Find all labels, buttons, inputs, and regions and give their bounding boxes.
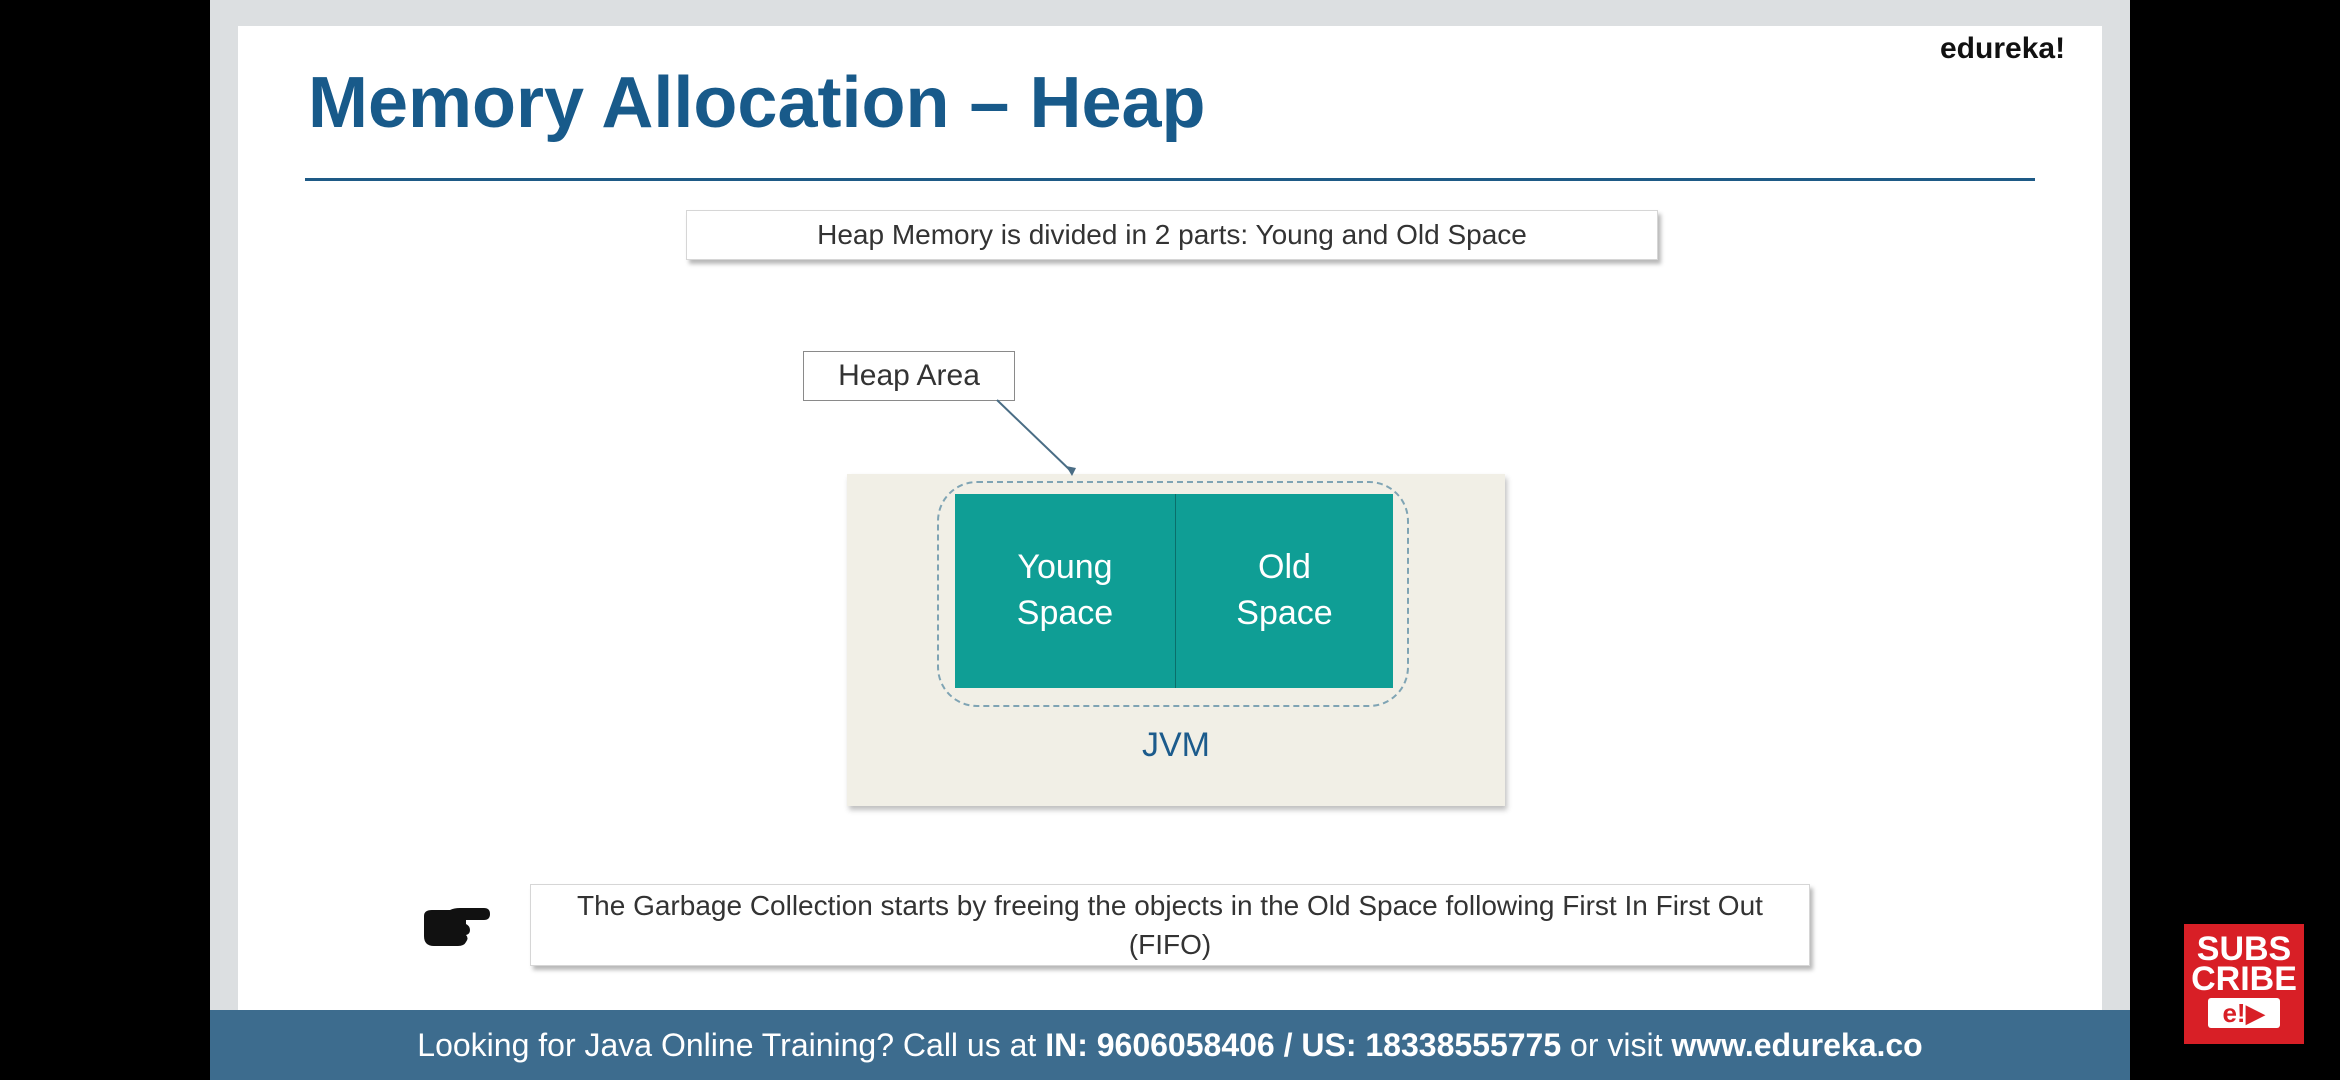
subscribe-line2: CRIBE <box>2191 960 2297 998</box>
gc-text: The Garbage Collection starts by freeing… <box>577 889 1763 960</box>
footer-website-link[interactable]: www.edureka.co <box>1671 1026 1923 1063</box>
subscribe-line1: SUBS <box>2196 930 2292 968</box>
subscribe-button[interactable]: SUBS CRIBE e!▶ <box>2184 924 2304 1044</box>
subscribe-logo-icon: e!▶ <box>2208 998 2280 1028</box>
footer-phones: IN: 9606058406 / US: 18338555775 <box>1045 1026 1562 1063</box>
old-space-block: Old Space <box>1176 494 1393 688</box>
brand-logo: edureka! <box>1940 32 2066 65</box>
slide-title: Memory Allocation – Heap <box>308 63 1206 143</box>
old-space-label: Old Space <box>1236 548 1333 632</box>
heap-area-callout: Heap Area <box>803 351 1015 401</box>
footer-prefix: Looking for Java Online Training? Call u… <box>417 1026 1046 1063</box>
young-space-block: Young Space <box>955 494 1175 688</box>
title-divider <box>305 178 2035 181</box>
jvm-label: JVM <box>1142 726 1210 764</box>
space-divider <box>1175 494 1176 688</box>
gc-info-box: The Garbage Collection starts by freeing… <box>530 884 1810 966</box>
footer-banner: Looking for Java Online Training? Call u… <box>210 1010 2130 1080</box>
pointing-hand-icon <box>424 908 490 946</box>
heap-outline <box>937 481 1409 707</box>
footer-mid: or visit <box>1561 1026 1672 1063</box>
info-text: Heap Memory is divided in 2 parts: Young… <box>817 219 1527 250</box>
callout-label: Heap Area <box>838 359 980 392</box>
info-box: Heap Memory is divided in 2 parts: Young… <box>686 210 1658 260</box>
young-space-label: Young Space <box>1016 548 1114 632</box>
